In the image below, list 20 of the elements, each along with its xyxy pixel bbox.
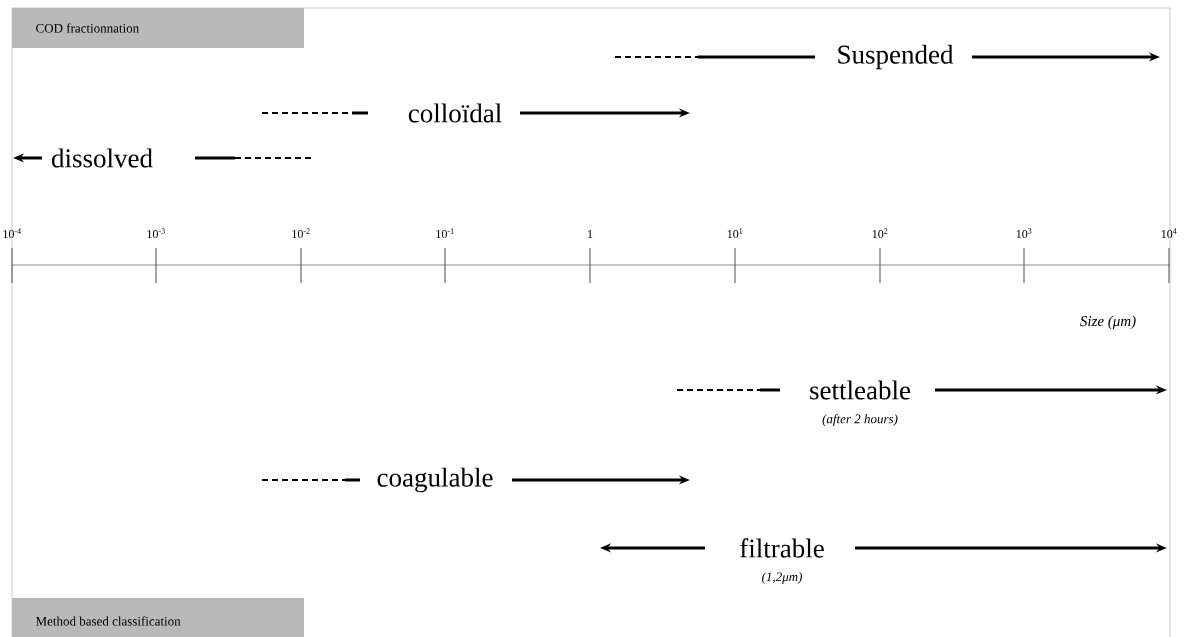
category-band: COD fractionnation xyxy=(12,8,304,48)
axis-title: Size (μm) xyxy=(1080,315,1136,330)
range-note: (after 2 hours) xyxy=(822,414,898,426)
category-band: Method based classification xyxy=(12,598,304,637)
tick-label: 10$^{4}$ xyxy=(1161,228,1177,239)
tick-label: 10$^{3}$ xyxy=(1016,228,1032,239)
range-label: settleable xyxy=(810,380,911,400)
range-label: filtrable xyxy=(740,538,824,558)
tick-label: 10$^{-1}$ xyxy=(436,228,454,239)
tick-label: 10$^{-3}$ xyxy=(147,228,165,239)
tick-label: 1 xyxy=(588,230,593,238)
range-label: colloïdal xyxy=(408,103,502,123)
tick-label: 10$^{2}$ xyxy=(872,228,888,239)
tick-label: 10$^{1}$ xyxy=(727,228,743,239)
range-label: coagulable xyxy=(377,467,493,493)
tick-label: 10$^{-4}$ xyxy=(3,228,21,239)
range-note: (1,2μm) xyxy=(762,572,802,584)
range-label: dissolved xyxy=(52,148,153,168)
range-label: Suspended xyxy=(838,44,954,70)
tick-label: 10$^{-2}$ xyxy=(292,228,310,239)
